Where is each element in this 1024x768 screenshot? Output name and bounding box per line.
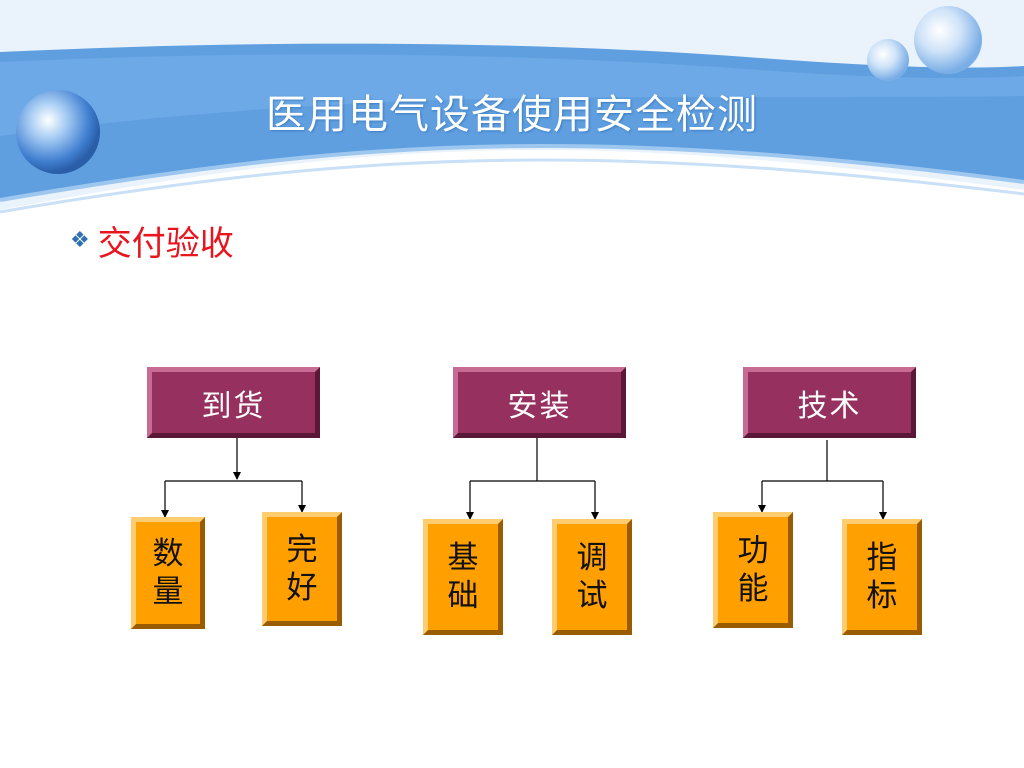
leaf-box-intact: 完好 <box>262 512 342 626</box>
leaf-box-indicators: 指标 <box>842 519 922 635</box>
diamond-bullet-icon: ❖ <box>70 227 90 253</box>
leaf-label: 基础 <box>447 540 479 614</box>
leaf-box-function: 功能 <box>713 512 793 628</box>
leaf-label: 指标 <box>866 540 898 614</box>
leaf-label: 完好 <box>286 532 318 606</box>
leaf-box-debugging: 调试 <box>552 519 632 635</box>
group-label: 到货 <box>201 388 266 424</box>
group-box-installation: 安装 <box>453 367 626 438</box>
leaf-box-quantity: 数量 <box>131 517 205 629</box>
bullet-text: 交付验收 <box>97 224 234 264</box>
header-banner <box>0 0 1024 214</box>
group-label: 技术 <box>797 388 862 424</box>
leaf-label: 数量 <box>152 536 184 610</box>
leaf-label: 功能 <box>737 533 769 607</box>
slide-title: 医用电气设备使用安全检测 <box>266 92 758 138</box>
bullet-item: ❖ 交付验收 <box>70 216 234 265</box>
leaf-box-foundation: 基础 <box>423 519 503 635</box>
group-box-technical: 技术 <box>743 367 916 438</box>
group-box-arrival: 到货 <box>147 367 320 438</box>
leaf-label: 调试 <box>576 540 608 614</box>
group-label: 安装 <box>507 388 572 424</box>
